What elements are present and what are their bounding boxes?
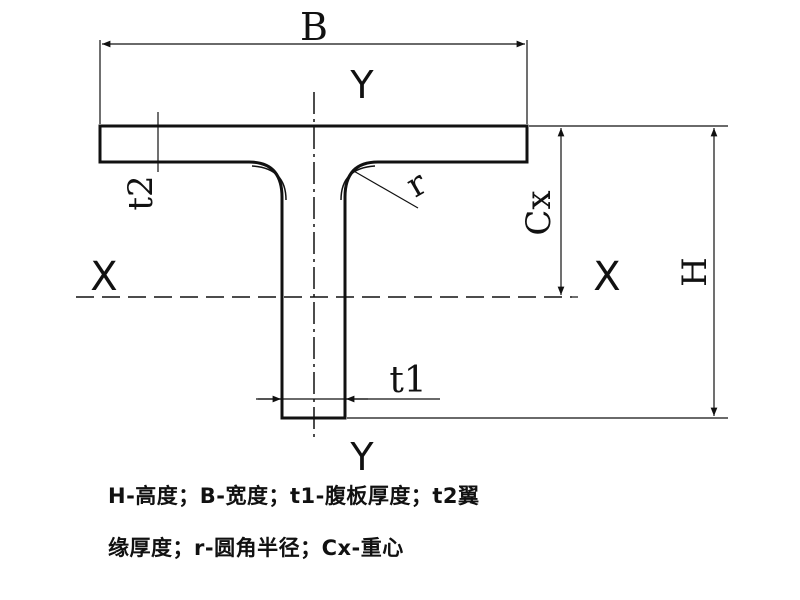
label-t2: t2: [121, 175, 161, 210]
legend-line-2: 缘厚度；r-圆角半径；Cx-重心: [108, 536, 404, 560]
label-B: B: [300, 5, 328, 49]
t-beam-outline: [98, 124, 529, 420]
r-leader-line: [351, 169, 419, 209]
label-X-right: X: [593, 254, 620, 300]
label-r: r: [399, 163, 434, 206]
label-X-left: X: [90, 254, 117, 300]
label-Y-top: Y: [349, 63, 374, 107]
label-Y-bottom: Y: [349, 435, 374, 479]
label-H: H: [675, 257, 715, 287]
fillet-inner-right: [340, 165, 376, 201]
label-t1: t1: [389, 360, 426, 401]
label-Cx: Cx: [519, 190, 559, 235]
fillet-inner-left: [251, 165, 287, 201]
legend-line-1: H-高度；B-宽度；t1-腹板厚度；t2翼: [108, 484, 480, 508]
